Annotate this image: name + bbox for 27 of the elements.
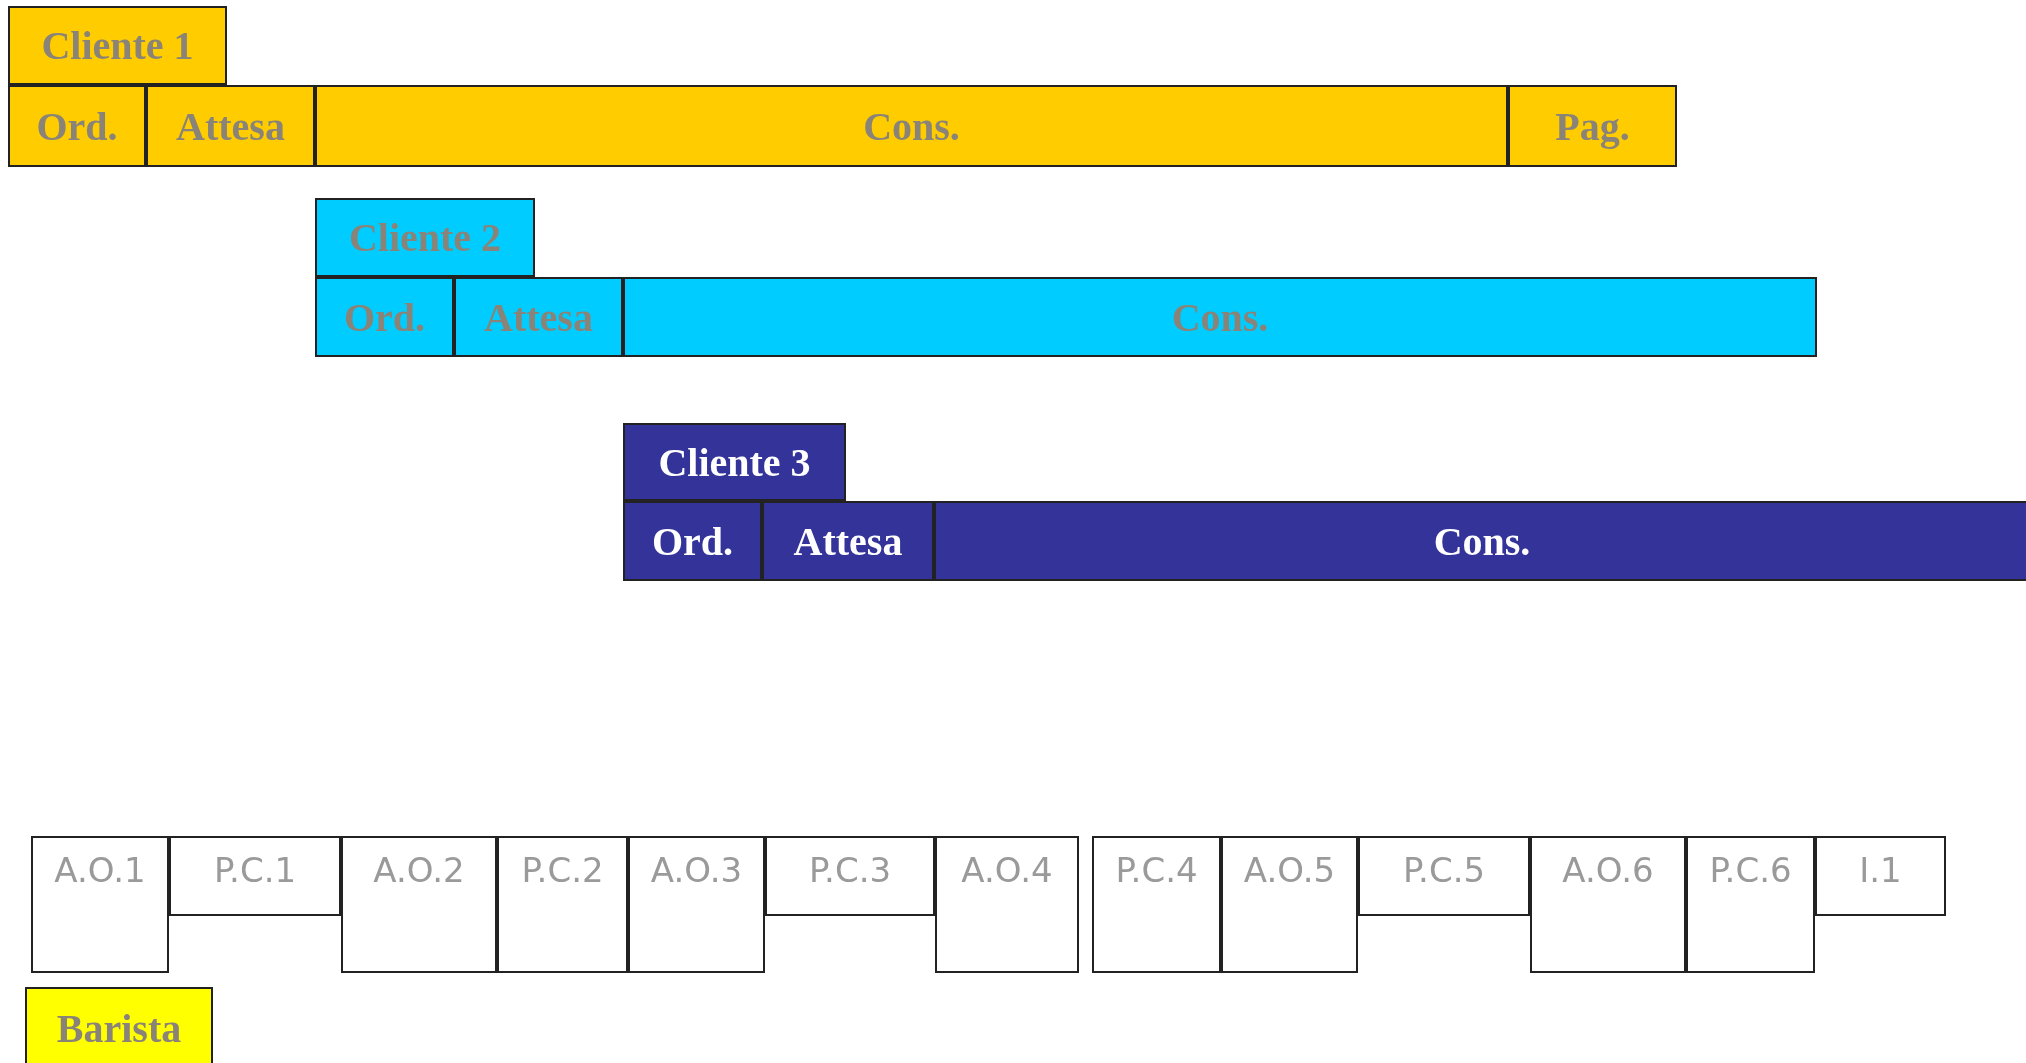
tab: Barista: [25, 987, 213, 1063]
task-box: A.O.2: [341, 836, 497, 973]
task-box: P.C.1: [169, 836, 341, 916]
task-box: A.O.3: [628, 836, 765, 973]
phase-bar: Attesa: [454, 277, 623, 357]
task-box: A.O.5: [1221, 836, 1358, 973]
phase-bar: Attesa: [146, 85, 315, 167]
phase-bar: Cons.: [315, 85, 1508, 167]
tab: Cliente 1: [8, 6, 227, 85]
phase-bar: Ord.: [8, 85, 146, 167]
phase-bar: Cons.: [623, 277, 1817, 357]
task-box: P.C.3: [765, 836, 935, 916]
task-box: P.C.5: [1358, 836, 1530, 916]
task-box: A.O.4: [935, 836, 1079, 973]
task-box: I.1: [1815, 836, 1946, 916]
tab: Cliente 2: [315, 198, 535, 277]
task-box: A.O.1: [31, 836, 169, 973]
phase-bar: Ord.: [623, 501, 762, 581]
phase-bar: Attesa: [762, 501, 934, 581]
tab: Cliente 3: [623, 423, 846, 501]
task-box: P.C.6: [1686, 836, 1815, 973]
phase-bar: Pag.: [1508, 85, 1677, 167]
task-box: P.C.2: [497, 836, 628, 973]
phase-bar: Cons.: [934, 501, 2026, 581]
task-box: P.C.4: [1092, 836, 1221, 973]
phase-bar: Ord.: [315, 277, 454, 357]
task-box: A.O.6: [1530, 836, 1686, 973]
